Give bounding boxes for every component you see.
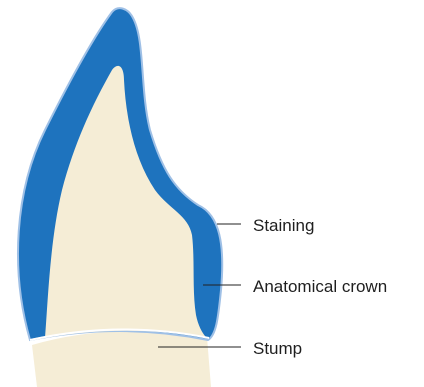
stump-body bbox=[32, 331, 211, 387]
label-stump: Stump bbox=[253, 340, 302, 357]
label-staining: Staining bbox=[253, 217, 314, 234]
label-anatomical-crown: Anatomical crown bbox=[253, 278, 387, 295]
